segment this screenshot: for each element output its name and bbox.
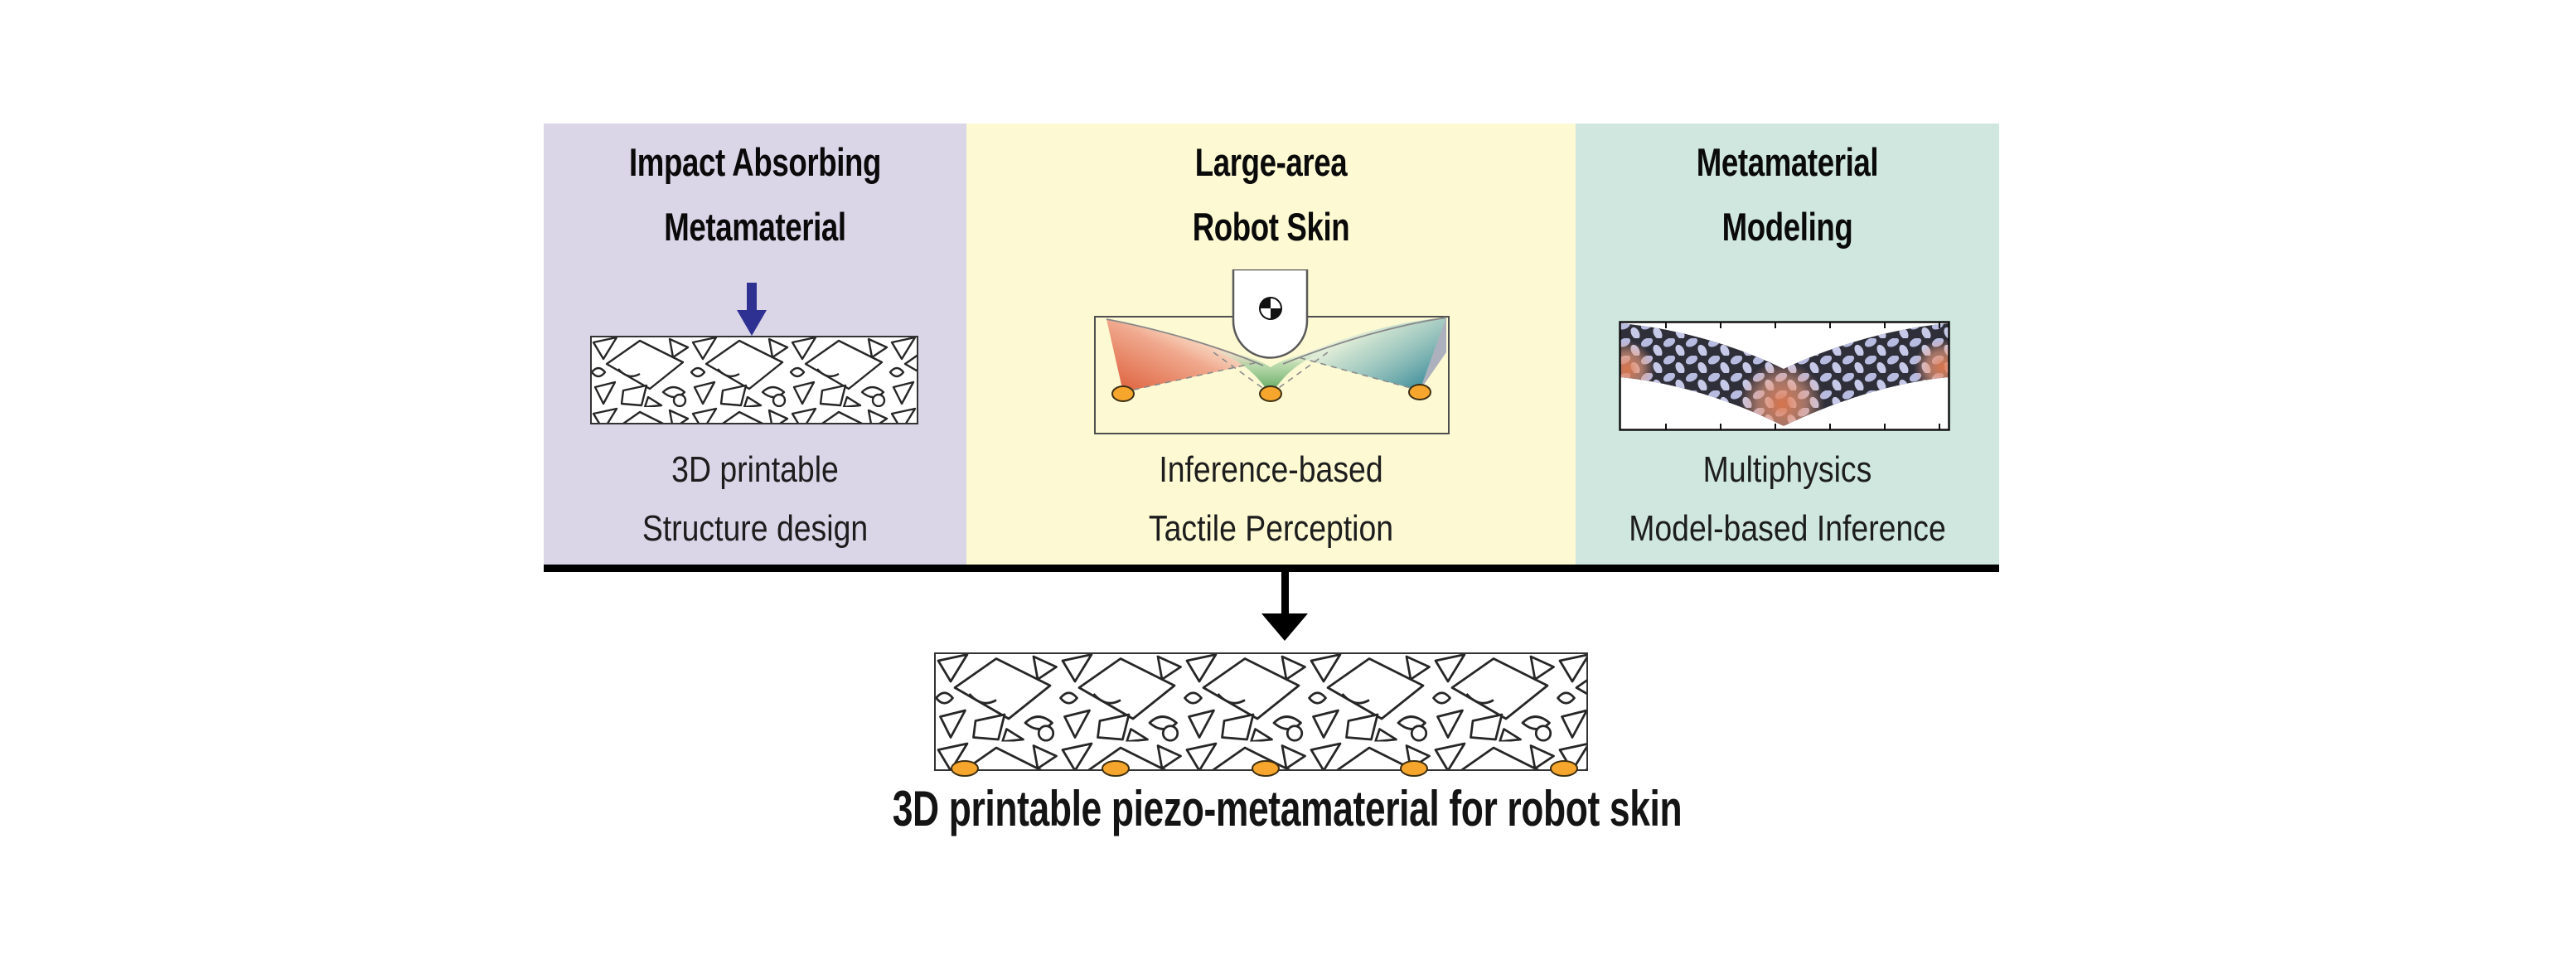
panel-caption-line: Structure design: [642, 508, 869, 549]
sensor-dot: [1111, 385, 1135, 402]
pressure-field-center: [1210, 350, 1331, 395]
panel-caption-line: Model-based Inference: [1629, 508, 1946, 549]
panel-caption: Inference-based Tactile Perception: [1012, 440, 1530, 558]
skin-surface-outline: [1106, 317, 1447, 366]
sensor-dot: [1252, 760, 1280, 777]
inference-dashed-rays: [1122, 351, 1421, 395]
panel-caption: 3D printable Structure design: [575, 440, 935, 558]
robot-skin-indentation-diagram: [1094, 269, 1450, 434]
panel-title: Metamaterial Modeling: [1622, 130, 1953, 259]
panel-title-line: Large-area: [1194, 140, 1348, 184]
divider-bar: [544, 565, 1999, 572]
center-of-mass-icon: [1259, 297, 1282, 320]
sensor-dot: [1259, 385, 1282, 402]
metamaterial-cross-section-image: [590, 336, 918, 424]
sensor-dot: [1550, 760, 1578, 777]
panel-caption-line: Multiphysics: [1702, 449, 1872, 490]
pressure-field-right-slate: [1420, 318, 1446, 390]
panel-title-line: Metamaterial: [1696, 140, 1879, 184]
flow-down-arrow-icon: [1261, 571, 1308, 641]
pressure-field-right: [1296, 318, 1446, 390]
panel-title: Large-area Robot Skin: [1034, 130, 1508, 259]
panel-title: Impact Absorbing Metamaterial: [590, 130, 920, 259]
sensor-dot: [1408, 384, 1431, 400]
panel-caption: Multiphysics Model-based Inference: [1607, 440, 1967, 558]
panel-title-line: Modeling: [1721, 205, 1853, 249]
impact-arrow-icon: [737, 283, 767, 336]
sensor-dot: [951, 760, 979, 777]
panel-title-line: Robot Skin: [1192, 205, 1350, 249]
piezo-metamaterial-strip-image: [934, 652, 1588, 777]
sensor-dot: [1102, 760, 1130, 777]
panel-title-line: Impact Absorbing: [628, 140, 882, 184]
panel-caption-line: 3D printable: [671, 449, 839, 490]
sensor-dots: [1111, 384, 1431, 402]
plot-ticks: [1665, 322, 1940, 429]
panel-caption-line: Tactile Perception: [1148, 508, 1394, 549]
panel-caption-line: Inference-based: [1159, 449, 1383, 490]
pressure-field-left: [1106, 319, 1260, 392]
sensor-dot: [1400, 760, 1428, 777]
plot-frame: [1619, 321, 1950, 431]
lattice-simulation-image: [1619, 321, 1950, 431]
figure-caption: 3D printable piezo-metamaterial for robo…: [892, 781, 1683, 836]
sensor-dots: [951, 760, 1578, 777]
panel-title-line: Metamaterial: [664, 205, 846, 249]
